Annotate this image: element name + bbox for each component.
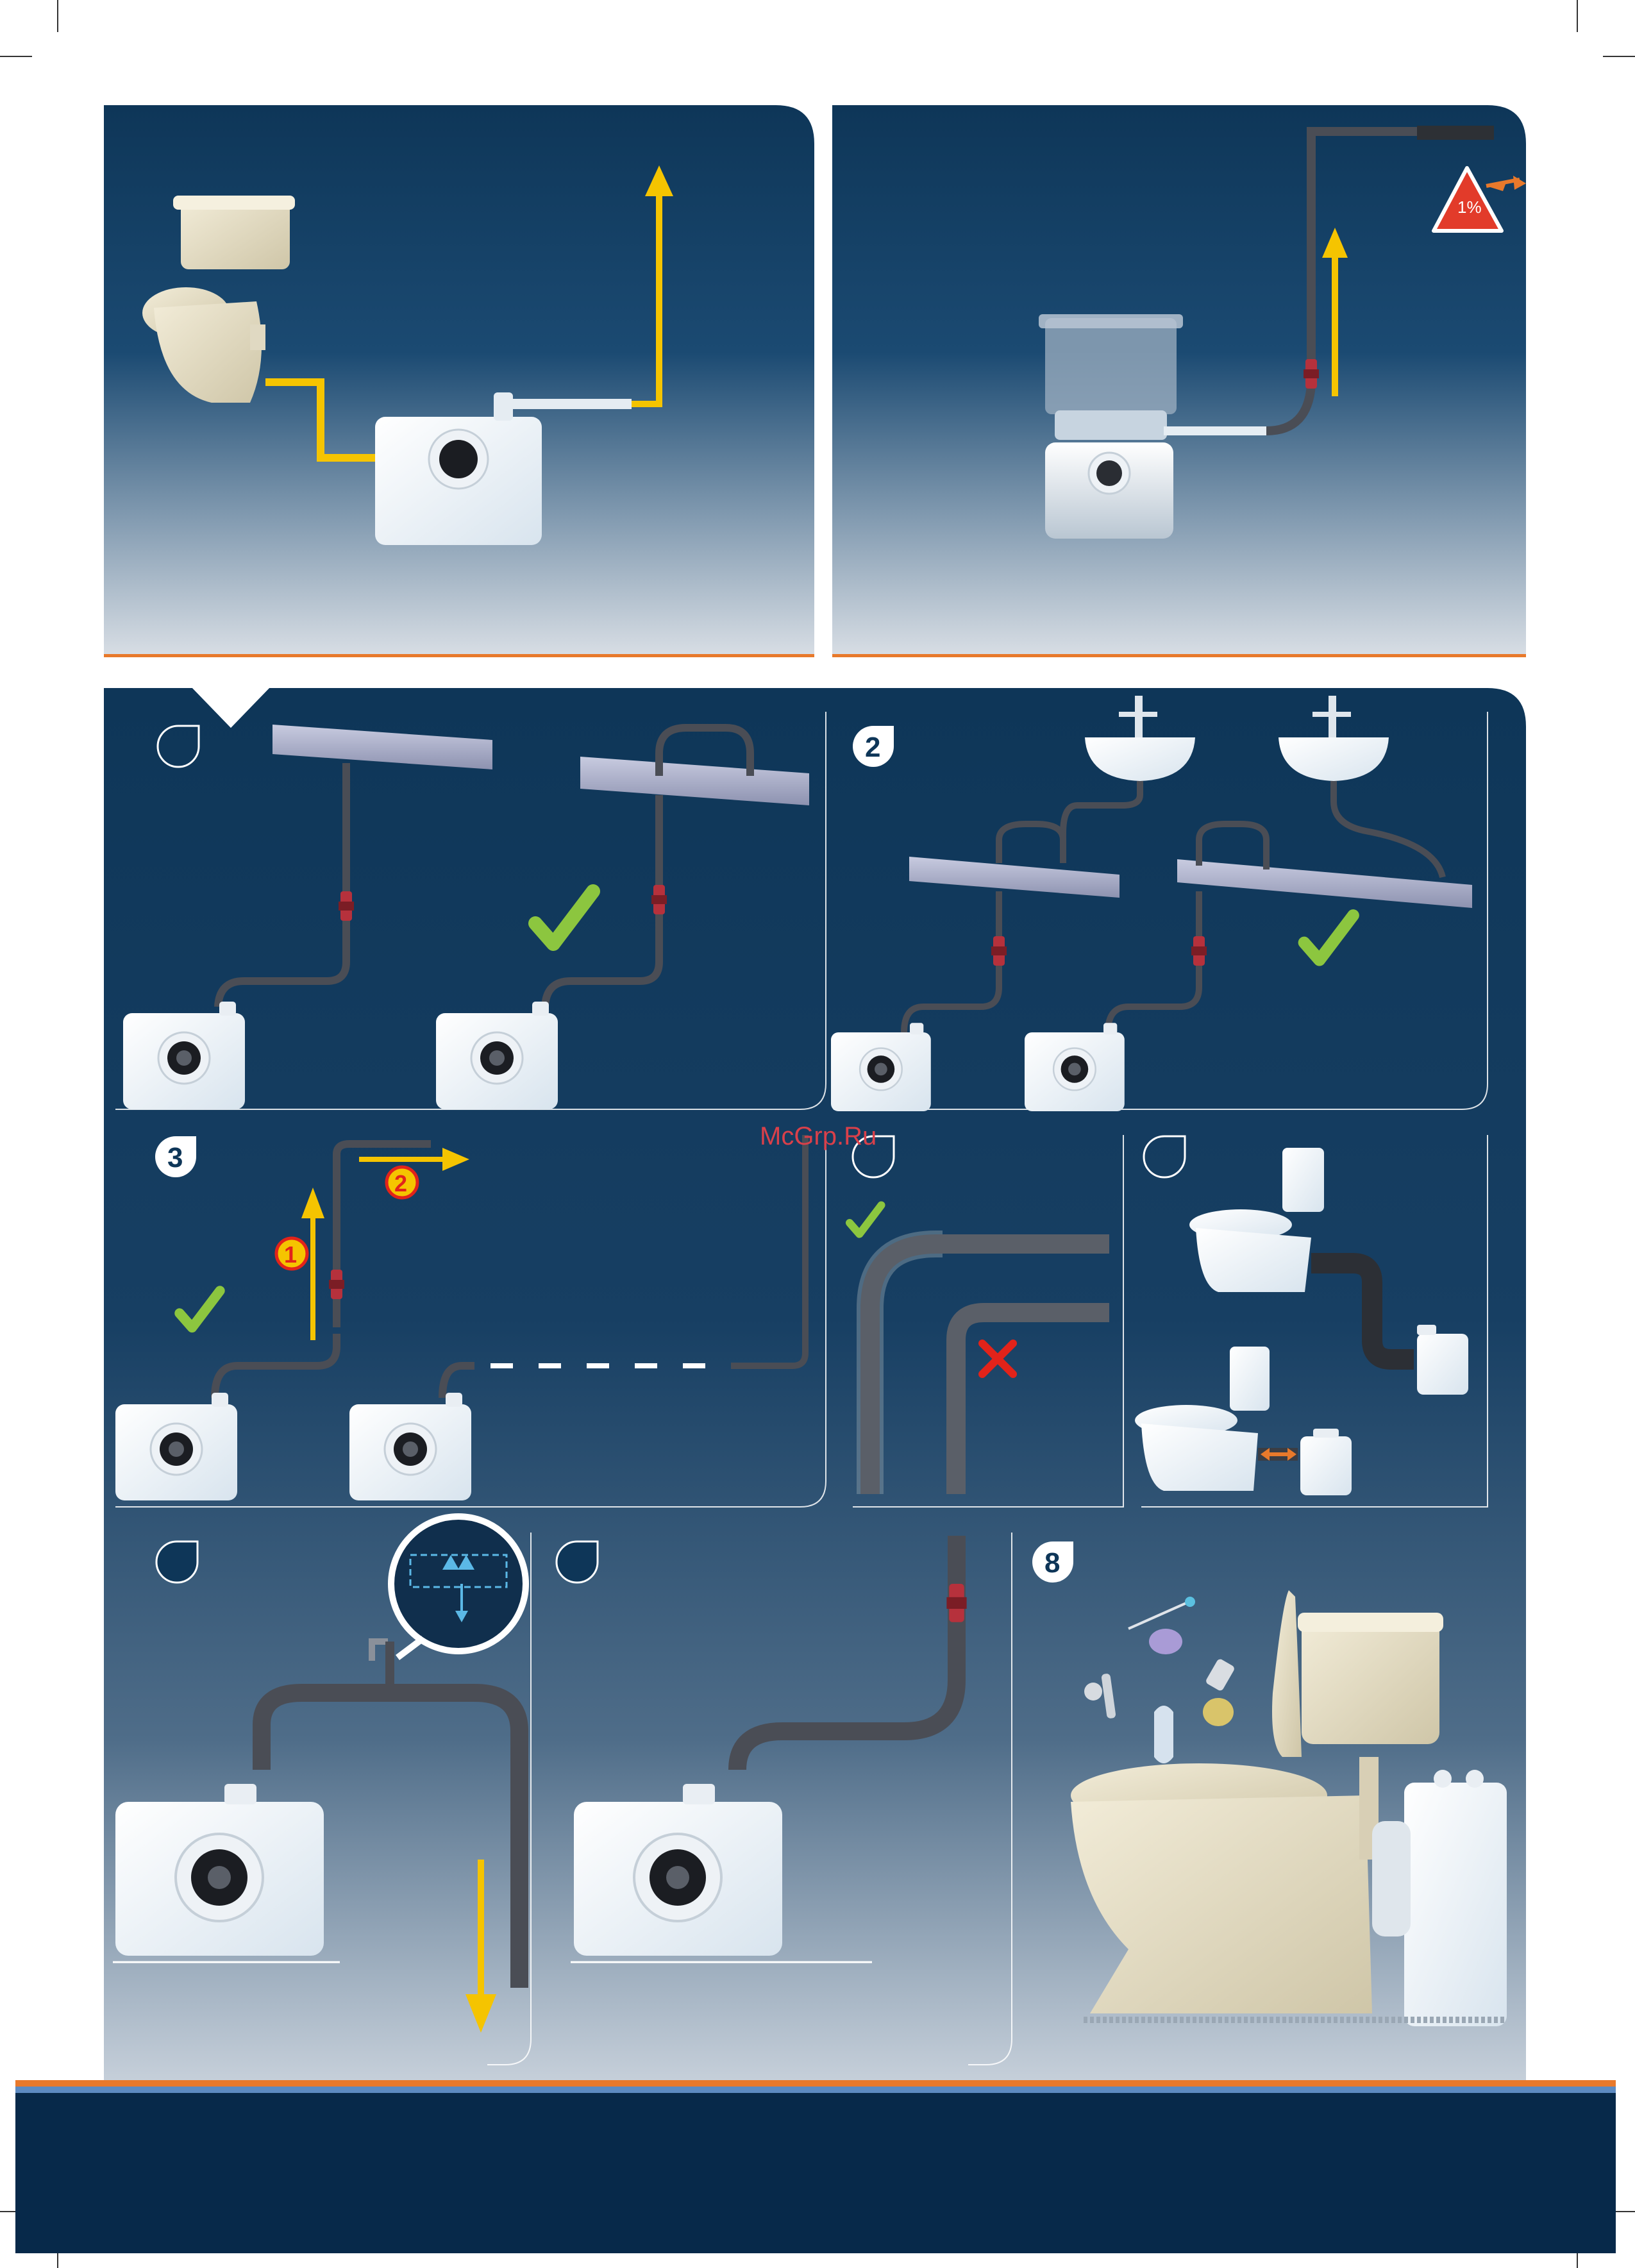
callout-1-label: 1 [284, 1241, 297, 1268]
step-8-badge: 8 [1032, 1541, 1073, 1583]
toilet-with-unit [1039, 314, 1183, 539]
step-3-callout-1: 1 [276, 1238, 307, 1269]
step-3-number: 3 [167, 1142, 183, 1173]
macerator-unit [375, 417, 542, 545]
step-3-callout-2: 2 [387, 1167, 417, 1198]
step-8-number: 8 [1044, 1547, 1060, 1579]
callout-2-label: 2 [394, 1170, 407, 1197]
step-6-badge [156, 1541, 197, 1583]
macerator-unit [115, 1784, 324, 1956]
step-2-number: 2 [865, 732, 880, 763]
top-left-panel [104, 105, 814, 657]
footer-bar [15, 2080, 1616, 2253]
step-2-badge: 2 [853, 726, 894, 767]
macerator-unit [574, 1784, 782, 1956]
step-3-badge: 3 [155, 1136, 196, 1177]
slope-label: 1% [1457, 197, 1482, 217]
top-right-panel: 1% [832, 105, 1526, 657]
watermark-text: McGrp.Ru [760, 1122, 876, 1150]
step-7-badge [557, 1541, 598, 1583]
